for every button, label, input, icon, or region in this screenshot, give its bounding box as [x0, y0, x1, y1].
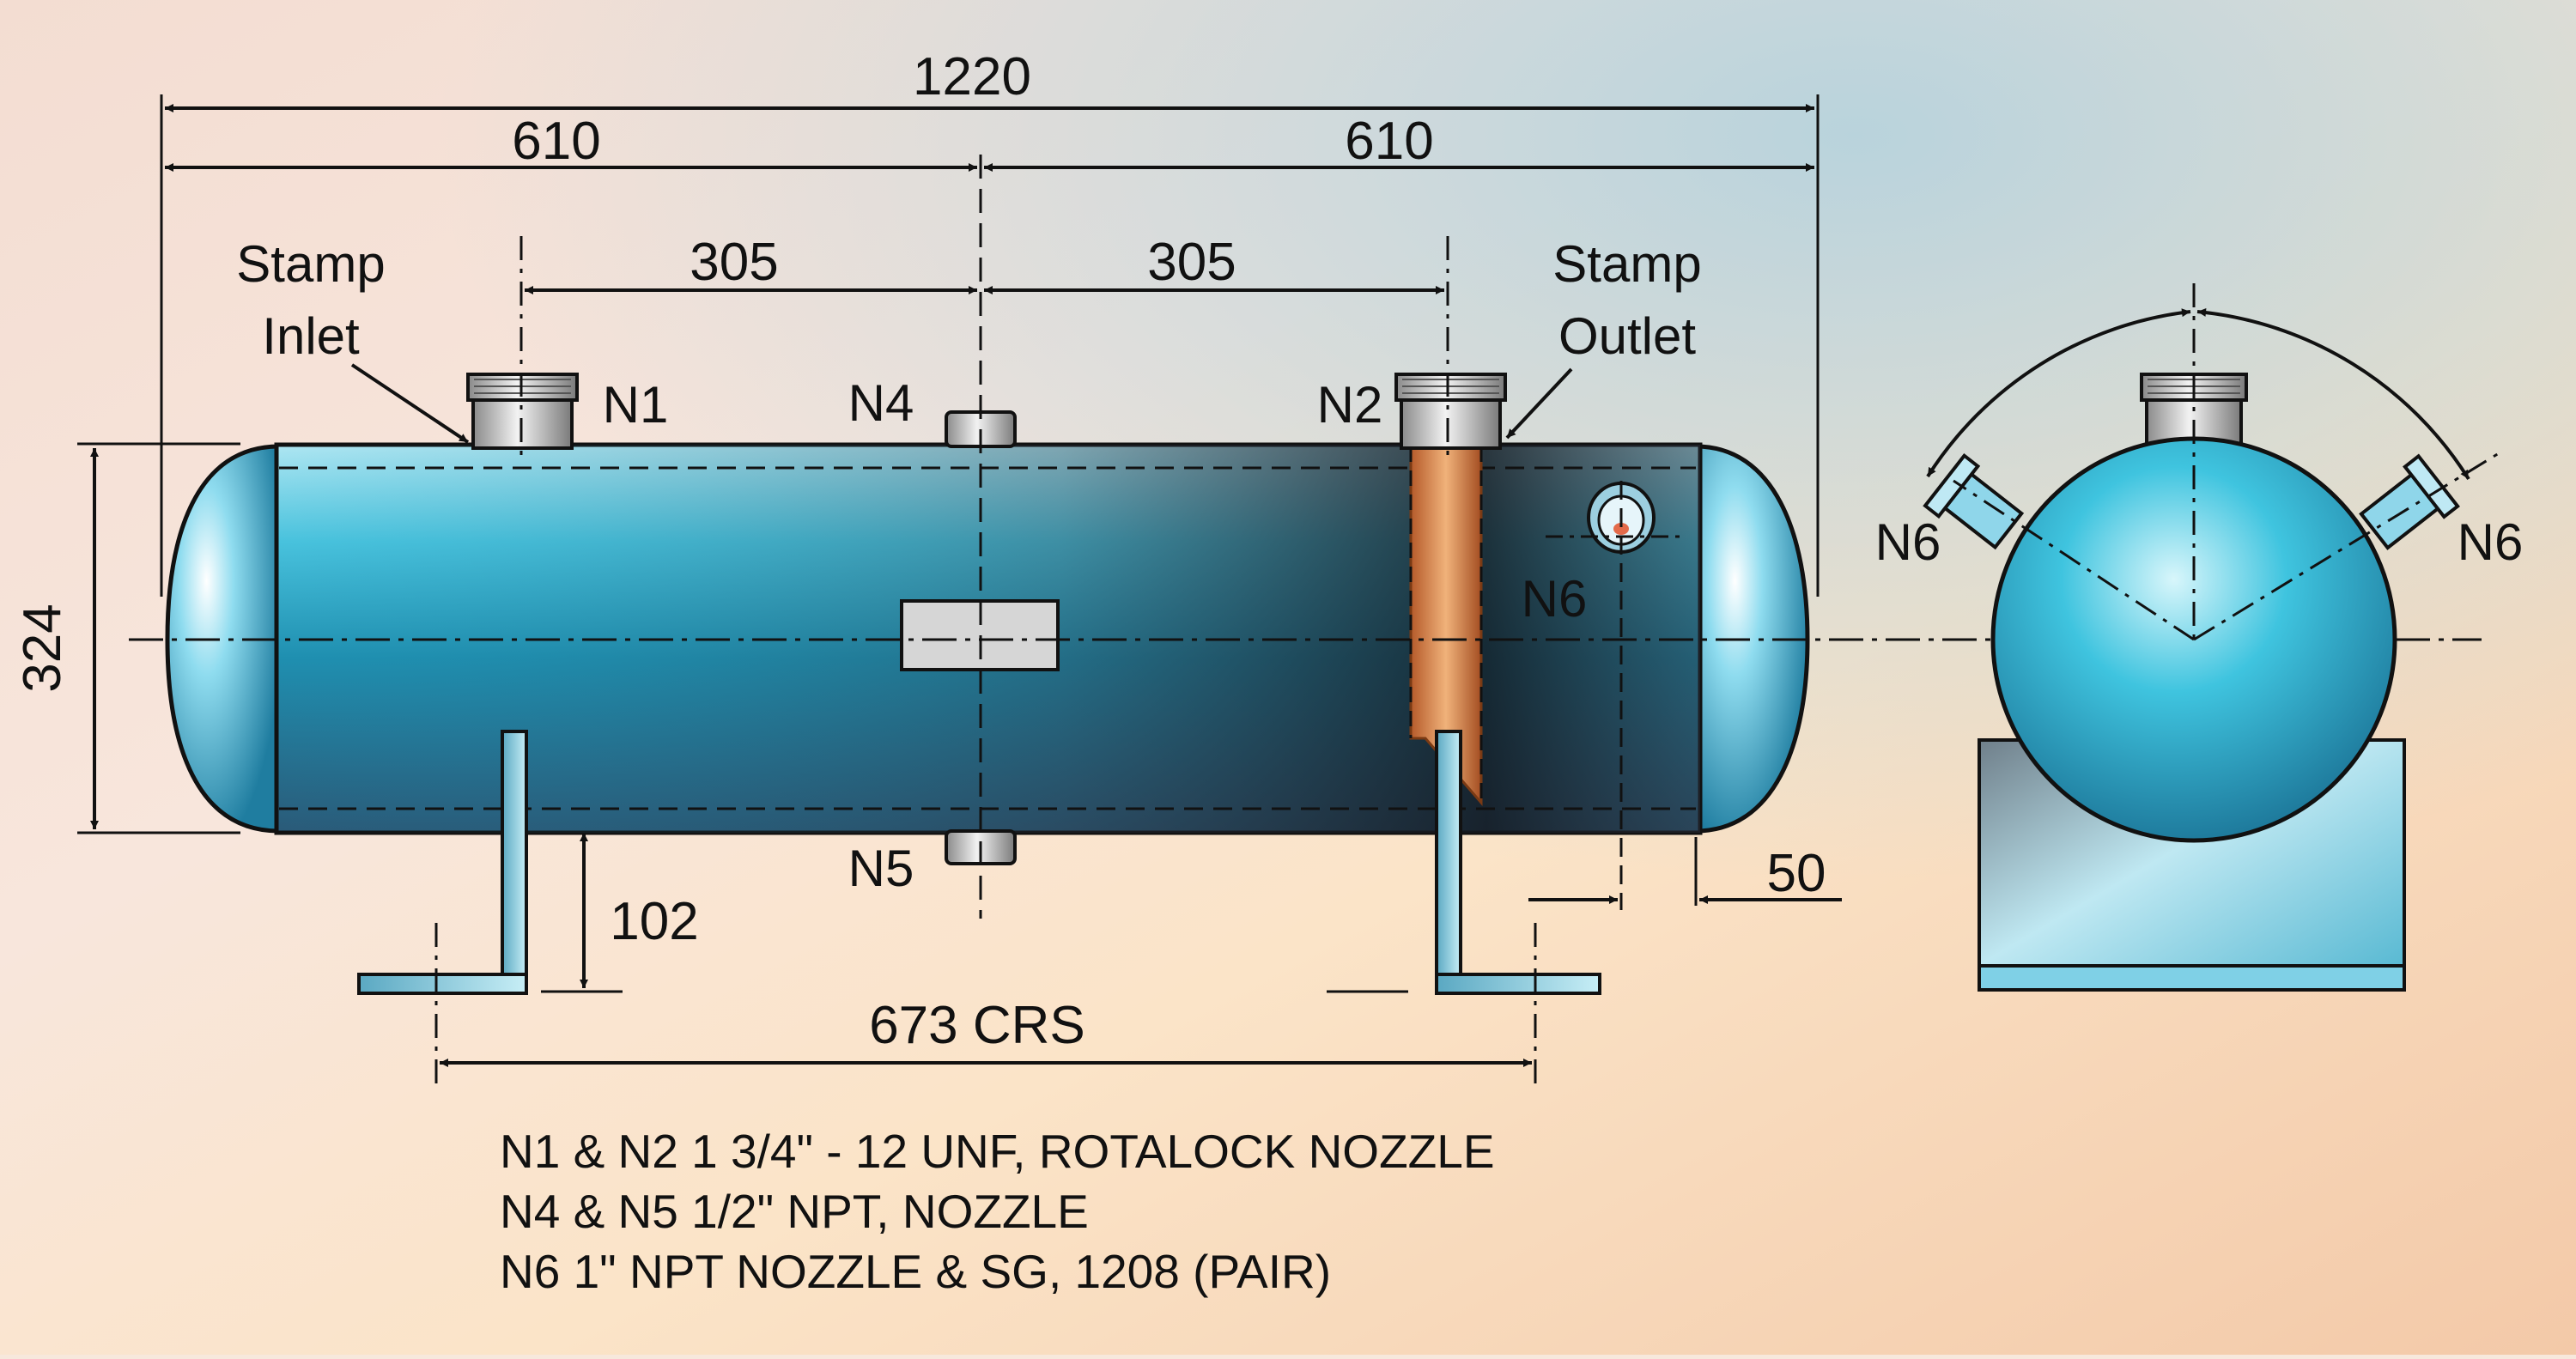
label-stamp-outlet-2: Outlet [1558, 307, 1696, 365]
label-n1: N1 [603, 376, 669, 434]
right-head [1693, 444, 1810, 834]
support-leg-right [1435, 730, 1601, 995]
note-line-3: N6 1" NPT NOZZLE & SG, 1208 (PAIR) [500, 1245, 1331, 1298]
label-stamp-inlet-2: Inlet [262, 307, 360, 365]
dim-overall: 1220 [913, 47, 1031, 106]
dim-leg-height: 102 [610, 892, 698, 951]
dim-support-centers: 673 CRS [869, 996, 1085, 1055]
dimension-values: 1220 610 610 305 305 324 102 50 673 CRS [13, 47, 1826, 1055]
end-saddle-base [1978, 964, 2406, 992]
nozzle-n2 [1394, 373, 1507, 450]
dim-diameter: 324 [13, 604, 72, 692]
label-n6-side: N6 [1522, 570, 1588, 628]
support-leg-left [357, 730, 528, 995]
extension-lines [77, 94, 1820, 993]
label-n6-end-left: N6 [1875, 513, 1941, 571]
leader-stamp-inlet [350, 363, 470, 444]
dim-half-left: 610 [512, 112, 600, 171]
label-stamp-outlet-1: Stamp [1552, 235, 1701, 293]
note-line-2: N4 & N5 1/2" NPT, NOZZLE [500, 1185, 1089, 1238]
leader-stamp-outlet [1505, 367, 1573, 440]
label-stamp-inlet-1: Stamp [236, 235, 385, 293]
label-n2: N2 [1317, 376, 1383, 434]
dim-head-offset: 50 [1767, 844, 1826, 903]
label-n4: N4 [848, 374, 914, 432]
vessel-end-view [1923, 283, 2504, 992]
angle-arc-left [1926, 308, 2191, 478]
label-n5: N5 [848, 840, 914, 897]
dim-inlet-offset: 305 [690, 233, 778, 292]
note-line-1: N1 & N2 1 3/4" - 12 UNF, ROTALOCK NOZZLE [500, 1125, 1495, 1178]
left-head [165, 444, 282, 834]
spec-notes: N1 & N2 1 3/4" - 12 UNF, ROTALOCK NOZZLE… [500, 1125, 1495, 1298]
nozzle-labels: Stamp Inlet Stamp Outlet N1 N4 N2 N5 N6 … [236, 235, 2523, 897]
angle-arc-right [2196, 307, 2470, 481]
label-n6-end-right: N6 [2458, 513, 2524, 571]
dimension-lines [90, 104, 1842, 1067]
dim-half-right: 610 [1345, 112, 1433, 171]
dim-outlet-offset: 305 [1147, 233, 1236, 292]
